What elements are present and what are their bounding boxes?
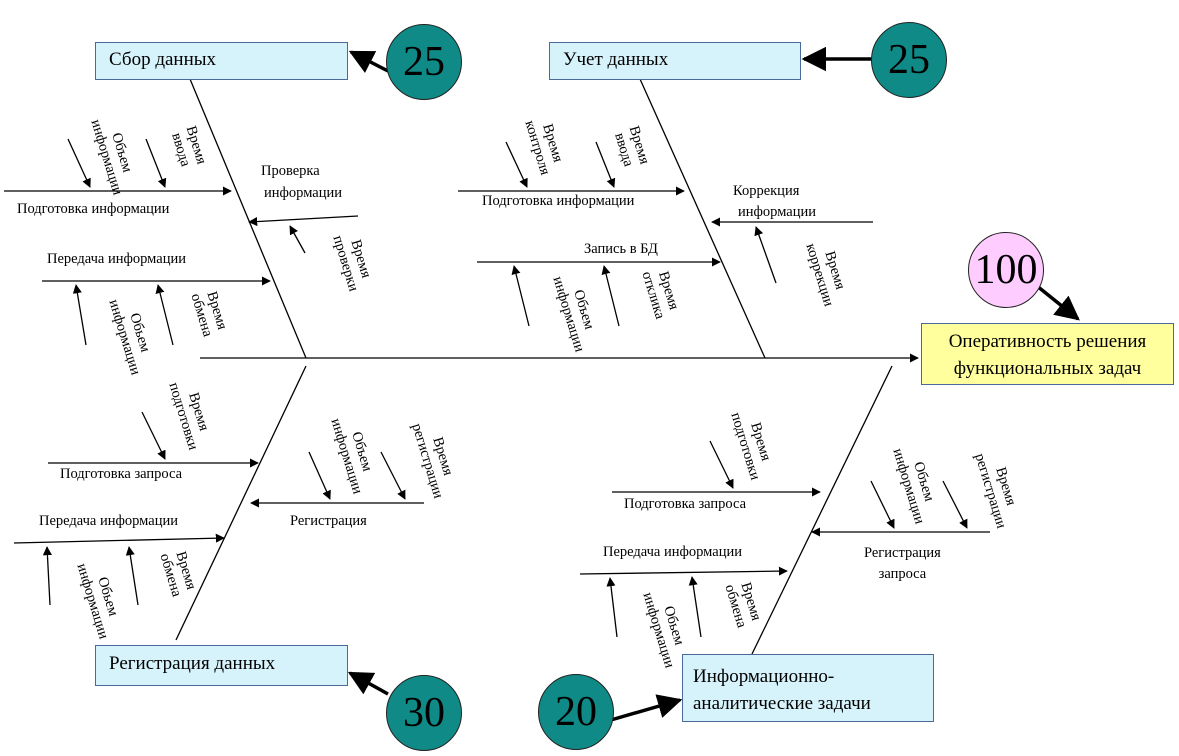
weight-circle-info: 20 [538, 674, 614, 750]
arrow-20 [603, 694, 683, 724]
category-label: Учет данных [563, 49, 669, 70]
category-label: Сбор данных [109, 49, 217, 70]
category-registracia-dannykh: Регистрация данных [95, 645, 348, 686]
label-korrekcia: Коррекция информации [733, 183, 816, 220]
sub-peredacha-info-4 [579, 566, 788, 576]
label-podg-info-2: Подготовка информации [482, 193, 635, 209]
bone-sbor [189, 78, 307, 359]
sub-peredacha-info-3 [13, 533, 225, 544]
category-sbor-dannykh: Сбор данных [95, 42, 348, 80]
label-registracia-zaprosa: Регистрация запроса [864, 545, 941, 582]
weight-circle-uchet: 25 [871, 22, 947, 98]
label-zapis-bd: Запись в БД [584, 241, 658, 257]
category-label: Регистрация данных [109, 653, 276, 674]
label-proverka: Проверка информации [261, 163, 342, 201]
weight-circle-registr: 30 [386, 675, 462, 751]
weight-circle-sbor: 25 [386, 24, 462, 100]
label-registracia: Регистрация [290, 513, 367, 529]
bone-info [751, 365, 893, 655]
label-peredacha-info-3: Передача информации [39, 513, 178, 529]
category-uchet-dannykh: Учет данных [549, 42, 801, 80]
label-podg-info-1: Подготовка информации [17, 201, 170, 217]
label-peredacha-info-4: Передача информации [603, 544, 742, 560]
label-podg-zapros-1: Подготовка запроса [60, 466, 183, 482]
effect-box: Оперативность решения функциональных зад… [921, 323, 1174, 385]
label-peredacha-info-1: Передача информации [47, 251, 186, 267]
arrow-25-sbor [348, 50, 389, 73]
bone-uchet [639, 78, 766, 359]
label-podg-zapros-2: Подготовка запроса [624, 496, 747, 512]
arrow-30 [347, 671, 389, 696]
bone-registr [175, 365, 307, 641]
arrow-100 [1035, 284, 1080, 321]
effect-line1: Оперативность решения [948, 331, 1147, 352]
category-label-line2: аналитические задачи [693, 693, 871, 714]
category-info-analit: Информационно- аналитические задачи [682, 654, 934, 722]
sub-proverka [248, 215, 359, 227]
weight-circle-total: 100 [968, 232, 1044, 308]
category-label-line1: Информационно- [693, 666, 835, 687]
effect-line2: функциональных задач [953, 358, 1142, 379]
